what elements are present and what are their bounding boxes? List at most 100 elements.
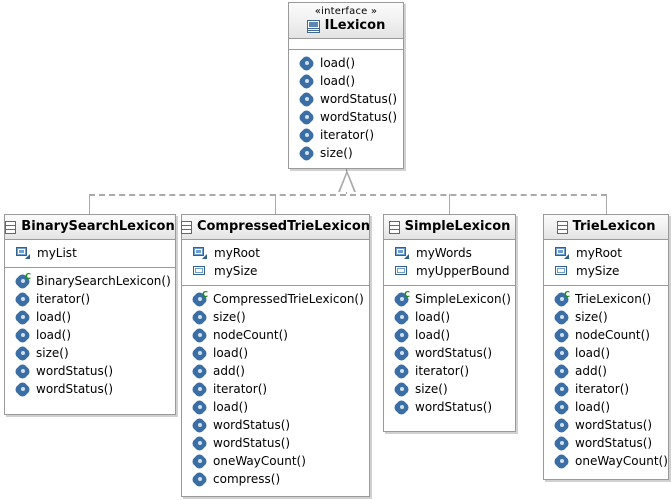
member-row[interactable]: size() — [5, 344, 175, 362]
realization-arrowhead-fill — [340, 174, 354, 192]
member-row[interactable]: load() — [5, 308, 175, 326]
member-row[interactable]: size() — [544, 308, 668, 326]
class-header: SimpleLexicon — [384, 215, 515, 240]
class-box-trielexicon[interactable]: TrieLexicon myRoot mySize C TrieLexicon(… — [543, 214, 669, 480]
interface-name: ILexicon — [324, 18, 386, 33]
member-label: myWords — [416, 246, 472, 260]
member-row[interactable]: wordStatus() — [384, 398, 515, 416]
member-row[interactable]: size() — [182, 308, 369, 326]
member-label: load() — [415, 310, 451, 324]
member-row[interactable]: load() — [5, 326, 175, 344]
member-row[interactable]: myWords — [384, 244, 515, 262]
method-icon — [555, 437, 568, 450]
member-label: load() — [320, 56, 356, 70]
member-row[interactable]: nodeCount() — [544, 326, 668, 344]
member-row[interactable]: wordStatus() — [182, 434, 369, 452]
member-row[interactable]: load() — [384, 308, 515, 326]
member-row[interactable]: load() — [289, 72, 403, 90]
interface-box-ilexicon[interactable]: «interface » ILexicon load() load() word… — [288, 2, 404, 169]
member-row[interactable]: iterator() — [384, 362, 515, 380]
member-row[interactable]: wordStatus() — [5, 380, 175, 398]
field-icon — [395, 265, 409, 277]
member-label: load() — [575, 400, 611, 414]
method-icon — [193, 455, 206, 468]
member-label: wordStatus() — [575, 436, 653, 450]
member-row[interactable]: iterator() — [182, 380, 369, 398]
method-icon — [395, 329, 408, 342]
member-label: mySize — [576, 264, 620, 278]
method-icon — [193, 401, 206, 414]
member-row[interactable]: load() — [544, 398, 668, 416]
method-icon — [395, 347, 408, 360]
member-row[interactable]: add() — [182, 362, 369, 380]
method-icon — [300, 93, 313, 106]
method-icon — [395, 365, 408, 378]
member-row[interactable]: load() — [384, 326, 515, 344]
member-label: wordStatus() — [415, 400, 493, 414]
class-box-compressedtrielexicon[interactable]: CompressedTrieLexicon myRoot mySize C Co… — [180, 214, 370, 497]
class-box-binarysearchlexicon[interactable]: BinarySearchLexicon myList C BinarySearc… — [4, 214, 176, 415]
method-icon — [555, 365, 568, 378]
member-row[interactable]: compress() — [182, 470, 369, 488]
method-icon — [555, 419, 568, 432]
member-label: compress() — [213, 472, 281, 486]
class-icon — [556, 220, 568, 234]
member-label: size() — [415, 382, 448, 396]
member-row[interactable]: load() — [182, 344, 369, 362]
member-label: load() — [36, 328, 72, 342]
method-icon — [193, 383, 206, 396]
member-row[interactable]: wordStatus() — [544, 434, 668, 452]
member-row[interactable]: load() — [289, 54, 403, 72]
member-row[interactable]: wordStatus() — [289, 108, 403, 126]
member-row[interactable]: size() — [384, 380, 515, 398]
member-row[interactable]: myUpperBound — [384, 262, 515, 280]
member-row[interactable]: myRoot — [182, 244, 369, 262]
method-icon — [300, 129, 313, 142]
member-row[interactable]: iterator() — [289, 126, 403, 144]
member-label: oneWayCount() — [575, 454, 668, 468]
member-row[interactable]: wordStatus() — [182, 416, 369, 434]
member-row[interactable]: C SimpleLexicon() — [384, 290, 515, 308]
member-label: iterator() — [36, 292, 91, 306]
drop-line-trielexicon — [606, 194, 607, 214]
method-icon — [555, 329, 568, 342]
member-row[interactable]: wordStatus() — [289, 90, 403, 108]
member-row[interactable]: load() — [544, 344, 668, 362]
method-icon — [555, 455, 568, 468]
field-icon — [193, 247, 207, 259]
member-row[interactable]: add() — [544, 362, 668, 380]
member-row[interactable]: myList — [5, 244, 175, 262]
method-icon — [395, 401, 408, 414]
member-row[interactable]: iterator() — [5, 290, 175, 308]
methods-compartment: C BinarySearchLexicon() iterator() load(… — [5, 267, 175, 403]
member-row[interactable]: size() — [289, 144, 403, 162]
member-row[interactable]: C CompressedTrieLexicon() — [182, 290, 369, 308]
method-icon — [193, 329, 206, 342]
inheritance-bus — [89, 194, 607, 196]
drop-line-binarysearchlexicon — [89, 194, 90, 214]
constructor-icon: C — [16, 272, 31, 288]
member-row[interactable]: oneWayCount() — [544, 452, 668, 470]
member-row[interactable]: wordStatus() — [5, 362, 175, 380]
class-box-simplelexicon[interactable]: SimpleLexicon myWords myUpperBound C Sim… — [383, 214, 516, 432]
member-row[interactable]: nodeCount() — [182, 326, 369, 344]
member-row[interactable]: mySize — [544, 262, 668, 280]
member-row[interactable]: wordStatus() — [384, 344, 515, 362]
drop-line-compressedtrielexicon — [275, 194, 276, 214]
member-label: mySize — [214, 264, 258, 278]
member-row[interactable]: C BinarySearchLexicon() — [5, 272, 175, 290]
member-label: wordStatus() — [320, 110, 398, 124]
member-row[interactable]: mySize — [182, 262, 369, 280]
member-row[interactable]: iterator() — [544, 380, 668, 398]
member-row[interactable]: oneWayCount() — [182, 452, 369, 470]
methods-compartment: C TrieLexicon() size() nodeCount() load(… — [544, 285, 668, 475]
member-row[interactable]: wordStatus() — [544, 416, 668, 434]
method-icon — [300, 57, 313, 70]
member-row[interactable]: load() — [182, 398, 369, 416]
field-icon — [555, 265, 569, 277]
class-header: CompressedTrieLexicon — [180, 215, 370, 240]
member-label: iterator() — [320, 128, 375, 142]
interface-attributes-compartment — [289, 39, 403, 49]
member-row[interactable]: C TrieLexicon() — [544, 290, 668, 308]
member-row[interactable]: myRoot — [544, 244, 668, 262]
